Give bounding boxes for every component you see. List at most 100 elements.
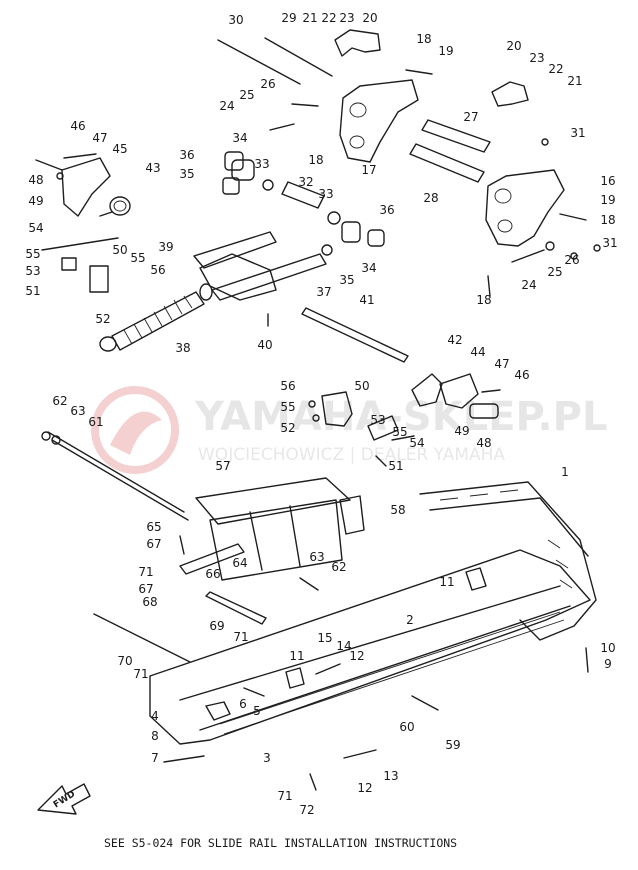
part-number-label: 36	[179, 148, 194, 162]
part-number-label: 34	[361, 261, 376, 275]
arm-16	[485, 169, 565, 247]
watermark-main-text: YAMAHA-SKLEP.PL	[194, 394, 607, 440]
part-number-label: 56	[280, 379, 295, 393]
part-number-label: 20	[506, 39, 521, 53]
strap-64	[179, 543, 245, 575]
part-number-label: 21	[302, 11, 317, 25]
part-number-label: 5	[253, 704, 261, 718]
part-number-label: 18	[308, 153, 323, 167]
part-number-label: 25	[547, 265, 562, 279]
part-number-label: 23	[529, 51, 544, 65]
part-number-label: 62	[52, 394, 67, 408]
part-number-label: 61	[88, 415, 103, 429]
part-number-label: 51	[25, 284, 40, 298]
part-number-label: 24	[521, 278, 536, 292]
part-number-label: 25	[239, 88, 254, 102]
part-number-label: 62	[331, 560, 346, 574]
part-number-label: 19	[600, 193, 615, 207]
part-number-label: 18	[476, 293, 491, 307]
part-number-label: 58	[390, 503, 405, 517]
shaft-61	[47, 431, 185, 513]
part-number-label: 26	[564, 253, 579, 267]
part-number-label: 19	[438, 44, 453, 58]
part-number-label: 50	[354, 379, 369, 393]
slide-rail-2	[149, 549, 591, 745]
part-number-label: 34	[232, 131, 247, 145]
part-number-label: 68	[142, 595, 157, 609]
part-number-label: 13	[383, 769, 398, 783]
track-1	[419, 481, 597, 641]
part-number-label: 9	[604, 657, 612, 671]
part-number-label: 30	[228, 13, 243, 27]
part-number-label: 55	[392, 425, 407, 439]
part-number-label: 1	[561, 465, 569, 479]
part-number-label: 46	[70, 119, 85, 133]
watermark-sub-text: WOJCIECHOWICZ | DEALER YAMAHA	[198, 445, 505, 465]
part-number-label: 71	[277, 789, 292, 803]
part-number-label: 35	[339, 273, 354, 287]
watermark-logo-mark	[110, 411, 162, 455]
part-number-label: 31	[570, 126, 585, 140]
part-number-label: 47	[92, 131, 107, 145]
part-number-label: 63	[70, 404, 85, 418]
swing-arm-37	[193, 231, 333, 301]
part-number-label: 52	[280, 421, 295, 435]
part-number-label: 38	[175, 341, 190, 355]
part-number-label: 66	[205, 567, 220, 581]
part-number-label: 33	[254, 157, 269, 171]
part-number-label: 17	[361, 163, 376, 177]
part-number-label: 24	[219, 99, 234, 113]
shaft-30	[217, 39, 301, 85]
bracket-45	[61, 157, 111, 217]
watermark: YAMAHA-SKLEP.PL WOJCIECHOWICZ | DEALER Y…	[91, 386, 607, 474]
footer-instruction: SEE S5-024 FOR SLIDE RAIL INSTALLATION I…	[104, 836, 457, 850]
spring-43	[99, 196, 131, 217]
part-number-label: 67	[146, 537, 161, 551]
part-number-label: 32	[298, 175, 313, 189]
part-number-label: 45	[112, 142, 127, 156]
part-number-label: 33	[318, 187, 333, 201]
part-number-label: 48	[476, 436, 491, 450]
part-number-label: 59	[445, 738, 460, 752]
part-number-label: 4	[151, 709, 159, 723]
part-number-label: 71	[233, 630, 248, 644]
part-number-label: 55	[130, 251, 145, 265]
part-number-label: 71	[138, 565, 153, 579]
lever-42	[411, 373, 443, 407]
part-number-label: 57	[215, 459, 230, 473]
shaft-29	[264, 37, 333, 77]
part-number-label: 47	[494, 357, 509, 371]
part-number-label: 41	[359, 293, 374, 307]
part-number-label: 67	[138, 582, 153, 596]
part-number-label: 35	[179, 167, 194, 181]
part-number-label: 22	[548, 62, 563, 76]
plate-44	[439, 373, 479, 409]
part-number-label: 49	[454, 424, 469, 438]
part-number-label: 8	[151, 729, 159, 743]
part-number-label: 23	[339, 11, 354, 25]
part-number-label: 43	[145, 161, 160, 175]
part-number-label: 12	[357, 781, 372, 795]
watermark-logo	[91, 386, 179, 474]
part-number-label: 71	[133, 667, 148, 681]
part-number-label: 21	[567, 74, 582, 88]
part-number-label: 12	[349, 649, 364, 663]
part-number-label: 36	[379, 203, 394, 217]
part-number-label: 11	[289, 649, 304, 663]
part-number-label: 29	[281, 11, 296, 25]
part-number-label: 53	[25, 264, 40, 278]
part-number-label: 27	[463, 110, 478, 124]
part-number-label: 65	[146, 520, 161, 534]
part-number-label: 55	[280, 400, 295, 414]
part-number-label: 3	[263, 751, 271, 765]
part-number-label: 20	[362, 11, 377, 25]
part-number-label: 54	[409, 436, 424, 450]
part-number-label: 31	[602, 236, 617, 250]
part-number-label: 10	[600, 641, 615, 655]
bracket-50	[321, 391, 353, 427]
part-number-label: 54	[28, 221, 43, 235]
part-number-label: 7	[151, 751, 159, 765]
part-number-label: 63	[309, 550, 324, 564]
part-number-label: 18	[416, 32, 431, 46]
part-number-label: 18	[600, 213, 615, 227]
